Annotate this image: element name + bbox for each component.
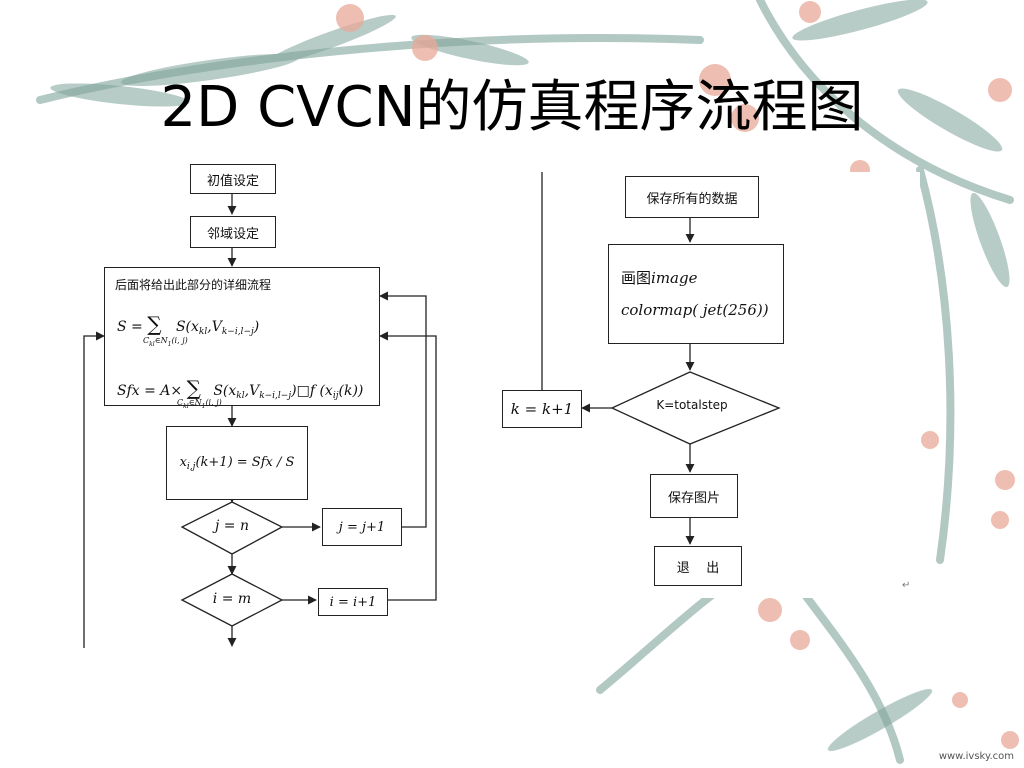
save-all-box: 保存所有的数据	[625, 176, 759, 218]
exit-label: 退 出	[676, 560, 720, 576]
formula-sfx-sum-index: Ckl∈N1(i, j)	[177, 398, 222, 410]
formula-s: S = ∑ S(xkl,Vk−i,l−j)	[117, 312, 260, 337]
save-all-label: 保存所有的数据	[646, 191, 738, 207]
neighbor-box: 邻域设定	[190, 216, 276, 248]
inc-k-box: k = k+1	[502, 390, 582, 428]
update-box: xi,j(k+1) = Sfx / S	[166, 426, 308, 500]
right-flowchart-panel: 保存所有的数据 画图image colormap( jet(256)) K=to…	[494, 172, 920, 598]
init-label: 初值设定	[206, 173, 259, 189]
plot-line-2: colormap( jet(256))	[621, 301, 769, 319]
inc-j-box: j = j+1	[322, 508, 402, 546]
formula-sfx: Sfx = A× ∑ S(xkl,Vk−i,l−j)□f (xij(k))	[117, 376, 364, 401]
update-formula: xi,j(k+1) = Sfx / S	[179, 454, 295, 472]
cond-i-label: i = m	[212, 591, 252, 607]
left-flowchart-connectors	[83, 194, 437, 648]
cond-k-label: K=totalstep	[656, 398, 728, 412]
plot-box: 画图image colormap( jet(256))	[608, 244, 784, 344]
compute-box: 后面将给出此部分的详细流程 S = ∑ S(xkl,Vk−i,l−j) Ckl∈…	[104, 267, 380, 410]
slide-title: 2D CVCN的仿真程序流程图	[160, 75, 864, 140]
init-box: 初值设定	[190, 164, 276, 194]
inc-i-box: i = i+1	[318, 588, 388, 616]
watermark: www.ivsky.com	[938, 751, 1014, 762]
right-flowchart-connectors	[541, 172, 781, 545]
formula-s-sum-index: Ckl∈N1(i, j)	[143, 336, 188, 348]
inc-j-label: j = j+1	[338, 519, 386, 535]
save-image-label: 保存图片	[667, 490, 720, 506]
exit-box: 退 出	[654, 546, 742, 586]
plot-line-1: 画图image	[621, 269, 698, 287]
inc-i-label: i = i+1	[329, 594, 377, 610]
cond-j-label: j = n	[215, 518, 249, 534]
save-image-box: 保存图片	[650, 474, 738, 518]
detail-note: 后面将给出此部分的详细流程	[115, 278, 272, 292]
paragraph-mark: ↵	[902, 580, 911, 591]
inc-k-label: k = k+1	[510, 400, 574, 418]
left-flowchart-panel: 初值设定 邻域设定 后面将给出此部分的详细流程 S = ∑ S(xkl,Vk−i…	[42, 146, 454, 648]
neighbor-label: 邻域设定	[206, 226, 259, 242]
